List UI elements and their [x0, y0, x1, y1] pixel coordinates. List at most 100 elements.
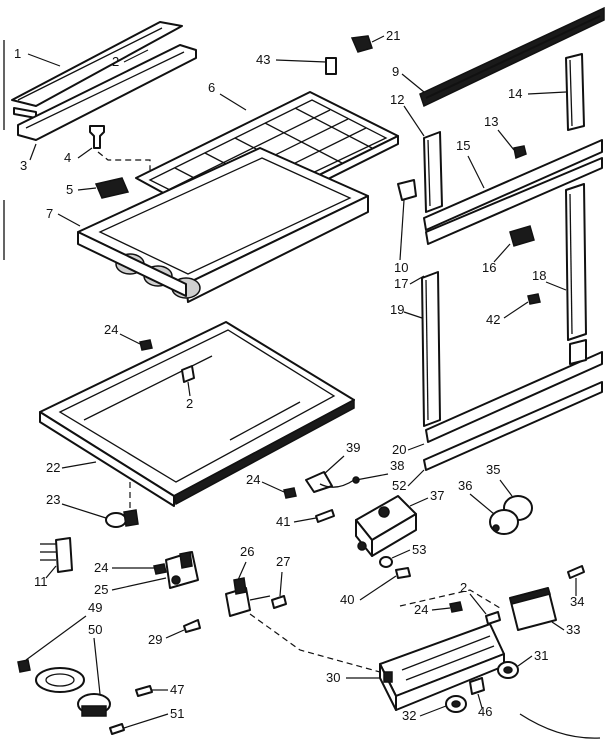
screw-part-13[interactable]	[513, 145, 527, 160]
assembly-line	[97, 151, 151, 170]
clip-part-46[interactable]	[469, 677, 485, 695]
callout-label-c-33: 33	[566, 622, 580, 637]
top-trim-strip[interactable]	[11, 21, 183, 119]
thermostat-bulb-part-39[interactable]	[305, 471, 333, 493]
screw-part-27[interactable]	[271, 595, 287, 609]
callout-label-c-24c: 24	[94, 560, 108, 575]
callout-label-c-2c: 2	[460, 580, 467, 595]
callout-label-c-11: 11	[34, 574, 48, 589]
screw-part-34[interactable]	[567, 565, 585, 579]
callout-leader-line	[359, 575, 397, 601]
cover-plate-part-33[interactable]	[509, 587, 557, 631]
callout-label-c-35: 35	[486, 462, 500, 477]
callout-leader-line	[419, 705, 447, 717]
screw-part-2-frame[interactable]	[181, 365, 195, 383]
lamp-part-23[interactable]	[105, 509, 139, 528]
light-bulb-part-36[interactable]	[489, 509, 519, 535]
door-strip-part-52[interactable]	[423, 381, 603, 471]
screw-part-24-upper[interactable]	[139, 339, 153, 351]
callout-leader-line	[467, 155, 485, 189]
callout-label-c-30: 30	[326, 670, 340, 685]
callout-label-c-26: 26	[240, 544, 254, 559]
callout-leader-line	[293, 517, 317, 523]
door-strip-part-20[interactable]	[425, 339, 603, 443]
callout-leader-line	[77, 187, 97, 191]
callout-leader-line	[119, 333, 141, 345]
bracket-clip-part-21[interactable]	[350, 35, 373, 53]
evaporator-cover[interactable]	[77, 147, 369, 303]
callout-label-c-24a: 24	[104, 322, 118, 337]
plug-part-53[interactable]	[379, 556, 393, 568]
callout-leader-line	[469, 593, 487, 615]
callout-label-c-49: 49	[88, 600, 102, 615]
callout-label-c-19: 19	[390, 302, 404, 317]
callout-label-c-52: 52	[392, 478, 406, 493]
callout-label-c-16: 16	[482, 260, 496, 275]
control-knob-part-32[interactable]	[445, 695, 467, 713]
callout-leader-line	[323, 455, 345, 475]
screw-part-24-right[interactable]	[449, 601, 463, 613]
control-console-part-30[interactable]	[379, 623, 505, 711]
callout-leader-line	[355, 473, 389, 481]
callout-label-c-46: 46	[478, 704, 492, 719]
crisper-cover-frame[interactable]	[39, 321, 355, 507]
callout-leader-line	[187, 381, 191, 397]
screw-part-40[interactable]	[395, 567, 411, 579]
screw-part-51[interactable]	[109, 723, 125, 735]
callout-label-c-53: 53	[412, 542, 426, 557]
latch-part-16[interactable]	[509, 225, 535, 247]
callout-label-c-31: 31	[534, 648, 548, 663]
lower-trim-tray[interactable]	[17, 44, 197, 141]
callout-leader-line	[401, 73, 425, 93]
damper-control-part-26[interactable]	[225, 577, 271, 617]
callout-label-c-9: 9	[392, 64, 399, 79]
screw-part-24-mid[interactable]	[283, 487, 297, 499]
callout-leader-line	[57, 213, 81, 227]
callout-label-c-39: 39	[346, 440, 360, 455]
vertical-strip-part-18[interactable]	[565, 183, 587, 341]
callout-label-c-2a: 2	[112, 54, 119, 69]
callout-leader-line	[493, 243, 511, 263]
fan-motor-part-50[interactable]	[77, 693, 111, 717]
callout-label-c-6: 6	[208, 80, 215, 95]
callout-leader-line	[111, 577, 167, 591]
callout-leader-line	[45, 565, 57, 579]
callout-leader-line	[551, 621, 565, 631]
callout-label-c-17: 17	[394, 276, 408, 291]
motor-bracket-part-49[interactable]	[35, 667, 85, 693]
wire-harness-part-11[interactable]	[40, 537, 73, 573]
door-strip-part-15[interactable]	[423, 139, 603, 245]
callout-label-c-34: 34	[570, 594, 584, 609]
screw-part-2-right[interactable]	[485, 611, 501, 625]
screw-part-4[interactable]	[89, 125, 105, 149]
callout-leader-line	[123, 713, 169, 729]
callout-leader-line	[123, 49, 149, 63]
callout-leader-line	[61, 503, 107, 519]
callout-leader-line	[61, 461, 97, 469]
door-strip-part-9[interactable]	[419, 6, 605, 108]
screw-part-29[interactable]	[183, 619, 201, 633]
control-knob-part-31[interactable]	[497, 661, 519, 679]
callout-leader-line	[27, 53, 61, 67]
callout-label-c-37: 37	[430, 488, 444, 503]
callout-label-c-43: 43	[256, 52, 270, 67]
screw-part-24-left[interactable]	[153, 563, 167, 575]
clip-part-5[interactable]	[94, 177, 130, 199]
bracket-part-10[interactable]	[397, 179, 417, 201]
screw-part-43[interactable]	[325, 57, 337, 75]
vertical-strip-part-12[interactable]	[423, 131, 443, 213]
callout-leader-line	[469, 493, 495, 515]
screw-part-24-bottom[interactable]	[17, 659, 31, 673]
callout-leader-line	[29, 143, 37, 161]
screw-part-42[interactable]	[527, 293, 541, 305]
control-housing-part-37[interactable]	[355, 495, 417, 557]
switch-part-25[interactable]	[165, 551, 199, 589]
screw-part-41[interactable]	[315, 509, 335, 523]
callout-label-c-47: 47	[170, 682, 184, 697]
screw-part-47[interactable]	[135, 685, 153, 697]
callout-label-c-24d: 24	[414, 602, 428, 617]
vertical-strip-part-14[interactable]	[565, 53, 585, 131]
callout-label-c-15: 15	[456, 138, 470, 153]
vertical-strip-part-19[interactable]	[421, 271, 441, 427]
callout-leader-line	[431, 607, 451, 611]
